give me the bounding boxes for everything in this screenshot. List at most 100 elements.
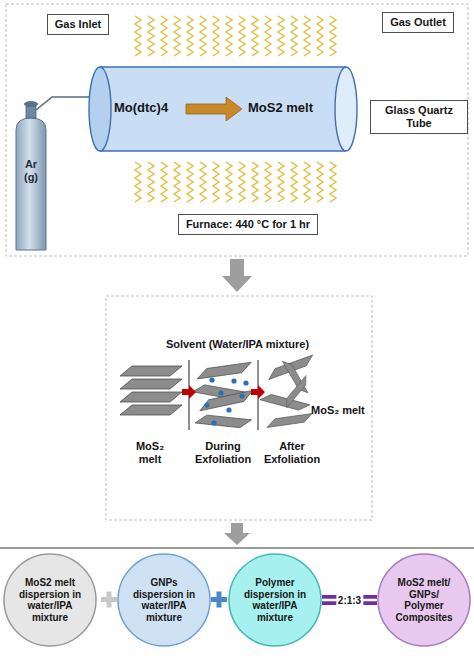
circle-label: GNPs dispersion in water/IPA mixture	[128, 577, 200, 623]
gas-label: Ar (g)	[18, 158, 44, 184]
heating-coil	[174, 162, 180, 202]
heating-coil	[317, 162, 323, 202]
circle-shape	[229, 554, 321, 646]
label-box: Gas Outlet	[382, 12, 454, 33]
circle-label: MoS2 melt dispersion in water/IPA mixtur…	[14, 577, 86, 623]
plus-sign	[217, 592, 222, 608]
box-label: Gas Inlet	[55, 18, 101, 31]
heating-coil	[278, 162, 284, 202]
layer-plate	[196, 362, 253, 379]
heating-coil	[239, 162, 245, 202]
stage-label: During Exfoliation	[190, 440, 256, 466]
circle-text-holder: GNPs dispersion in water/IPA mixture	[117, 553, 211, 647]
exfoliating-layers	[192, 362, 254, 429]
composite-circle: MoS2 melt/ GNPs/ Polymer Composites	[377, 553, 471, 647]
heating-coil	[265, 162, 271, 202]
dispersion-circle: Polymer dispersion in water/IPA mixture	[228, 553, 322, 647]
gas-cylinder	[16, 118, 46, 250]
ratio-label: 2:1:3	[336, 595, 363, 606]
heating-coil	[161, 16, 167, 56]
layer-plate	[120, 379, 182, 389]
solvent-molecule	[226, 407, 231, 412]
flow-arrow	[222, 259, 252, 292]
heating-coil	[135, 162, 141, 202]
furnace-panel	[6, 4, 468, 256]
heating-coil	[161, 162, 167, 202]
heating-coil	[291, 162, 297, 202]
plus-sign	[107, 592, 112, 608]
box-label: Glass Quartz Tube	[378, 104, 460, 130]
stage-label: After Exfoliation	[259, 440, 325, 466]
solvent-molecule	[231, 378, 236, 383]
process-arrow	[182, 385, 196, 399]
circle-shape	[118, 554, 210, 646]
heating-coil	[239, 16, 245, 56]
tube-edge	[100, 150, 346, 151]
heating-coil	[135, 16, 141, 56]
heating-coil	[304, 16, 310, 56]
box-label: Gas Outlet	[390, 16, 446, 29]
quartz-tube: Mo(dtc)4 MoS2 melt	[88, 66, 358, 152]
heating-coil	[148, 16, 154, 56]
flow-arrow	[224, 523, 250, 545]
tube-body	[100, 67, 346, 151]
layer-plate	[266, 414, 313, 428]
layer-plate	[260, 392, 310, 413]
layer-plate	[198, 390, 254, 410]
circle-shape	[378, 554, 470, 646]
process-arrow	[251, 385, 265, 399]
tube-label: Mo(dtc)4	[114, 100, 168, 115]
layer-plate	[282, 376, 311, 408]
exfoliation-panel	[106, 296, 372, 520]
heating-coil	[265, 16, 271, 56]
heating-coil	[252, 16, 258, 56]
heating-coil	[200, 16, 206, 56]
heating-coil	[317, 16, 323, 56]
heating-coil	[278, 16, 284, 56]
solvent-molecule	[204, 402, 209, 407]
stage-label: Solvent (Water/IPA mixture)	[150, 338, 325, 351]
tube-end	[89, 67, 111, 151]
heating-coil	[200, 162, 206, 202]
exfoliated-sheets	[260, 355, 315, 427]
circle-text-holder: Polymer dispersion in water/IPA mixture	[228, 553, 322, 647]
solvent-molecule	[218, 390, 223, 395]
label-box: Glass Quartz Tube	[370, 100, 468, 134]
heating-coil	[213, 162, 219, 202]
layer-plate	[120, 405, 182, 415]
layer-plate	[120, 366, 182, 376]
heating-coil	[330, 162, 336, 202]
circle-label: MoS2 melt/ GNPs/ Polymer Composites	[388, 577, 460, 623]
solvent-molecule	[209, 377, 214, 382]
circle-label: Polymer dispersion in water/IPA mixture	[239, 577, 311, 623]
heating-coil	[187, 16, 193, 56]
dispersion-circle: GNPs dispersion in water/IPA mixture	[117, 553, 211, 647]
heating-coil	[213, 16, 219, 56]
layered-stack	[120, 366, 182, 415]
stage-label: MoS₂ melt	[128, 440, 172, 466]
heating-coil	[226, 162, 232, 202]
heating-coil	[291, 16, 297, 56]
heating-coil	[148, 162, 154, 202]
circle-shape	[4, 554, 96, 646]
label-box: Gas Inlet	[47, 14, 109, 35]
tube-label: MoS2 melt	[248, 100, 313, 115]
heating-coil	[226, 16, 232, 56]
label-box: Furnace: 440 °C for 1 hr	[178, 214, 318, 235]
heating-coil	[330, 16, 336, 56]
tube-edge	[100, 66, 346, 67]
dispersion-circle: MoS2 melt dispersion in water/IPA mixtur…	[3, 553, 97, 647]
cylinder-valve	[26, 106, 36, 118]
equals-connector	[322, 595, 377, 605]
box-label: Furnace: 440 °C for 1 hr	[186, 218, 310, 231]
solvent-molecule	[211, 420, 216, 425]
reaction-arrow	[186, 97, 242, 121]
heating-coil	[174, 16, 180, 56]
divider-line	[0, 547, 474, 549]
circle-text-holder: MoS2 melt dispersion in water/IPA mixtur…	[3, 553, 97, 647]
solvent-molecule	[243, 380, 248, 385]
layer-plate	[195, 414, 251, 429]
